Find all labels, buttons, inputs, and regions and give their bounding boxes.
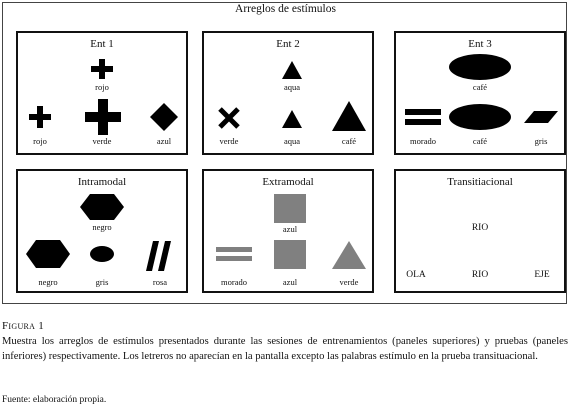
choice-label-3: gris: [534, 136, 548, 146]
sample-label: azul: [282, 224, 298, 234]
choice-oval-icon: [90, 246, 114, 262]
choice-triangle-large-icon: [332, 101, 366, 131]
panel-title: Intramodal: [77, 176, 127, 188]
sample-label: aqua: [283, 82, 301, 92]
choice-gray-triangle-icon: [332, 241, 366, 269]
choice-label-1: morado: [410, 136, 436, 146]
choice-label-2: gris: [95, 277, 109, 287]
choice-ellipse-icon: [449, 104, 511, 130]
choice-label-2: café: [472, 136, 488, 146]
sample-label: café: [472, 82, 488, 92]
sample-label: negro: [92, 222, 112, 232]
figure-caption-text: Muestra los arreglos de estímulos presen…: [2, 336, 568, 362]
choice-label-1: verde: [219, 136, 239, 146]
sample-gray-square-icon: [274, 194, 306, 223]
sample-hexagon-icon: [80, 194, 124, 220]
choice-diamond-icon: [150, 103, 178, 131]
choice-double-bar-icon: [405, 109, 441, 125]
sample-plus-icon: [91, 59, 113, 79]
panel-ent-2: Ent 2 aqua verde aqua café: [202, 31, 374, 155]
figure-caption-heading: Figura 1: [2, 320, 45, 332]
panel-title: Ent 2: [276, 38, 300, 50]
sample-label: rojo: [95, 82, 109, 92]
panel-extramodal: Extramodal azul morado azul verde: [202, 169, 374, 293]
choice-plus-small-icon: [29, 106, 51, 128]
choice-hexagon-icon: [26, 240, 70, 268]
sample-ellipse-icon: [449, 54, 511, 80]
choice-gray-double-bar-icon: [216, 247, 252, 261]
choice-label-1: rojo: [33, 136, 47, 146]
choice-label-3: rosa: [152, 277, 168, 287]
choice-word-1: OLA: [406, 270, 426, 280]
choice-word-3: EJE: [534, 270, 550, 280]
sample-word: RIO: [471, 223, 489, 233]
choice-label-2: azul: [282, 277, 298, 287]
choice-label-2: verde: [92, 136, 112, 146]
choice-label-1: negro: [38, 277, 58, 287]
panel-title: Transitiacional: [447, 176, 513, 188]
choice-label-3: café: [341, 136, 357, 146]
choice-label-1: morado: [221, 277, 247, 287]
figure-source: Fuente: elaboración propia.: [2, 395, 107, 405]
choice-label-3: azul: [156, 136, 172, 146]
choice-parallelogram-icon: [524, 111, 558, 123]
panel-ent-3: Ent 3 café morado café gris: [394, 31, 566, 155]
sample-triangle-icon: [282, 61, 302, 79]
choice-triangle-small-icon: [282, 110, 302, 128]
choice-double-slash-icon: [146, 241, 171, 271]
choice-label-2: aqua: [283, 136, 301, 146]
choice-label-3: verde: [339, 277, 359, 287]
figure-title: Arreglos de estímulos: [235, 3, 336, 15]
panel-transitiacional: Transitiacional RIO OLA RIO EJE: [394, 169, 566, 293]
panel-title: Ent 1: [90, 38, 114, 50]
choice-gray-square-icon: [274, 240, 306, 269]
figure-frame: [2, 2, 567, 304]
panel-title: Extramodal: [262, 176, 314, 188]
panel-ent-1: Ent 1 rojo rojo verde azul: [16, 31, 188, 155]
choice-word-2: RIO: [471, 270, 489, 280]
panel-intramodal: Intramodal negro negro gris rosa: [16, 169, 188, 293]
choice-cross-icon: [218, 107, 240, 129]
choice-plus-large-icon: [85, 99, 121, 135]
panel-title: Ent 3: [468, 38, 492, 50]
